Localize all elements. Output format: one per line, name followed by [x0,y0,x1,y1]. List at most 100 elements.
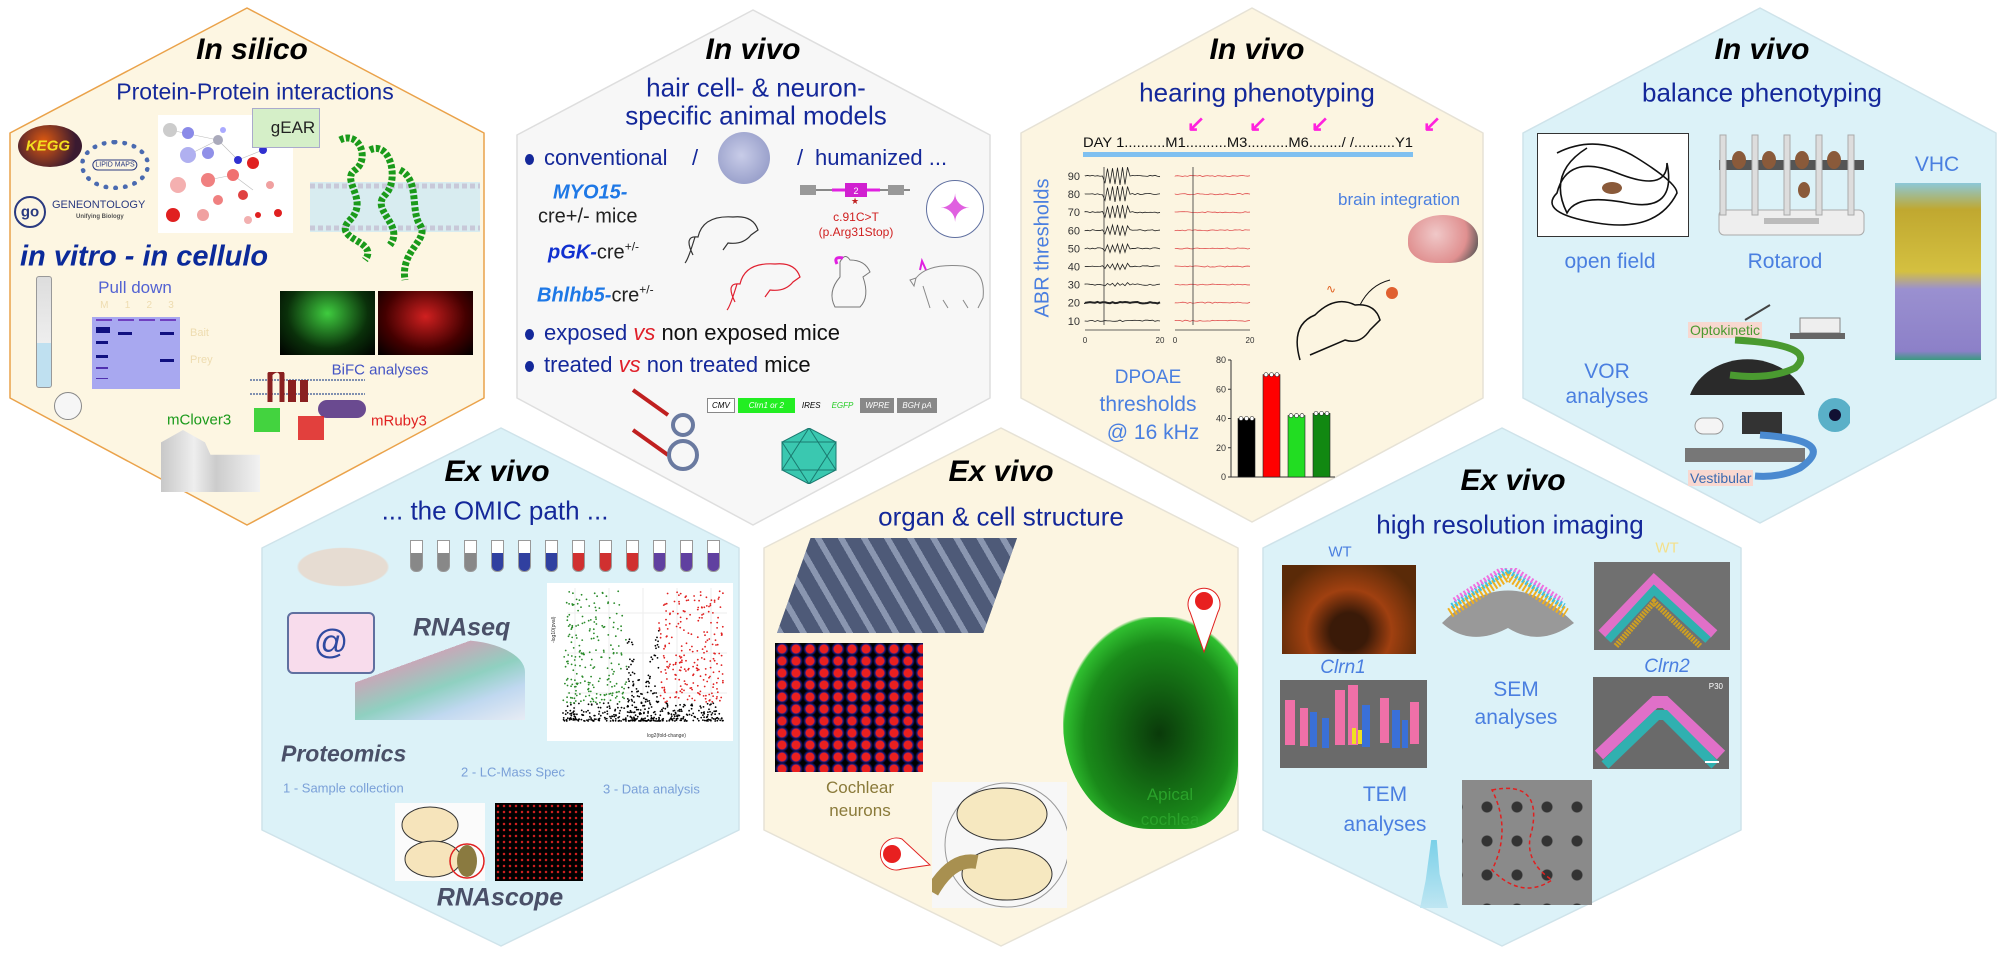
rnaseq-label: RNAseq [413,613,511,642]
proteomics-step-1: 1 - Sample collection [283,780,404,796]
sem-wt-bundle-image [1594,562,1730,650]
vestibular-label: Vestibular [1688,470,1754,486]
dpoae-point [1263,372,1269,377]
panel-subtitle: ... the OMIC path ... [381,495,609,526]
cochlear-neurons-line1: Cochlear [825,778,895,797]
dpoae-point [1319,411,1324,416]
dpoae-bar [1312,413,1331,478]
clrn1-label: Clrn1 [1320,657,1366,678]
abr-axis-label: ABR thresholds [1031,178,1054,318]
kegg-logo: KEGG [18,125,82,167]
sample-tubes [410,540,720,572]
hex-hearing [1020,7,1484,523]
abr-x-tick-label: 20 [1246,336,1255,345]
abr-tick-label: 90 [1068,171,1080,183]
location-pin-icon [1187,587,1221,654]
panel-title: In silico [196,33,308,66]
dpoae-tick-label: 20 [1216,443,1226,453]
abr-trace-red [1174,175,1251,178]
rotarod-label: Rotarod [1747,250,1823,273]
genotype-superscript: +/- [639,282,654,297]
sample-tube-icon [491,540,504,572]
sample-tube-icon [545,540,558,572]
abr-trace [1084,223,1161,237]
lipid-maps-logo: LIPID MAPS [80,140,150,190]
panel-subtitle: Protein-Protein interactions [116,78,394,105]
gel-lanes: M 1 2 3 [92,300,182,311]
hex-in-silico [9,7,485,526]
vestibular-hair-cell-image [1895,183,1981,360]
vor-setup-image [1685,304,1850,480]
clrn2-label: Clrn2 [1644,656,1690,677]
open-field-image [1537,133,1689,237]
abr-tick-label: 80 [1068,189,1080,201]
myo15-gene: MYO15- [553,181,628,204]
sem-clrn1-bundle-image [1280,680,1427,768]
vor-label-line2: analyses [1565,385,1649,408]
abr-trace [1084,204,1161,219]
abr-x-tick-label: 0 [1083,336,1088,345]
wt-label: WT [1655,539,1679,557]
bullet-icon [525,153,534,165]
aav-construct-diagram: CMV Clrn1 or 2 IRES EGFP WPRE BGH pA [707,398,937,413]
dpoae-bar [1262,374,1281,478]
timepoint-arrow-icon: ↙ [1422,111,1442,136]
construct-element: EGFP [831,401,854,410]
construct-element: IRES [801,401,821,410]
tem-label-line1: TEM [1362,783,1408,806]
sample-tube-icon [410,540,423,572]
abr-x-tick-label: 20 [1156,336,1165,345]
gel-lane-label: 2 [146,300,153,311]
volcano-plot: -log10(pval) log2(fold-change) [547,583,733,741]
abr-tick-label: 20 [1068,298,1080,310]
sample-tube-icon [707,540,720,572]
dpoae-point [1294,413,1299,418]
cochlear-neurons-line2: neurons [829,801,891,820]
hair-bundle-illustration [1442,568,1574,637]
open-field-label: open field [1564,250,1656,273]
sample-tube-icon [464,540,477,572]
sample-tube-icon [518,540,531,572]
abr-trace [1084,185,1161,202]
proteomics-step-3: 3 - Data analysis [603,781,700,797]
apical-cochlea-line1: Apical [1146,785,1194,804]
section-heading: in vitro - in cellulo [20,240,269,273]
gel-image [92,317,180,389]
bullet-exposed: exposed vs non exposed mice [525,320,840,346]
abr-trace-red [1174,265,1251,268]
panel-title: Ex vivo [1460,464,1566,497]
gel-band-label: Bait [190,327,209,339]
genotype-superscript: +/- [624,239,640,254]
vhc-label: VHC [1914,153,1960,176]
cochlea-section-image [395,803,485,881]
gear-logo-text: gEAR [270,118,316,137]
dpoae-point [1238,416,1244,421]
dpoae-point [1313,411,1319,416]
mutation-label: c.91C>T [833,210,879,224]
exposed-text: exposed [544,320,628,345]
humanized-label: humanized ... [815,145,948,170]
rotarod-image [1718,134,1865,236]
construct-element: BGH pA [897,398,937,413]
lipid-maps-text: LIPID MAPS [92,159,138,171]
non-treated-text: non treated [646,352,759,377]
dpoae-label-line2: thresholds [1099,393,1197,416]
protein-structure-image [310,134,480,281]
abr-trace-red [1174,211,1251,214]
hex-imaging [1262,427,1742,947]
sem-label-line2: analyses [1474,706,1558,729]
abr-trace-red [1174,247,1251,250]
abr-x-tick-label: 0 [1173,336,1178,345]
proteomics-label: Proteomics [281,740,407,767]
gear-logo: gEAR [252,108,320,148]
treated-text: treated [544,352,613,377]
gene-diagram: 2 ★ [800,183,910,205]
bhlhb5-gene: Bhlhb5- [537,284,612,307]
panel-subtitle-line2: specific animal models [625,100,887,131]
panel-subtitle: hearing phenotyping [1139,77,1375,108]
abr-tick-label: 60 [1068,225,1080,237]
dpoae-label-line3: @ 16 kHz [1106,421,1200,444]
dpoae-point [1249,416,1255,421]
